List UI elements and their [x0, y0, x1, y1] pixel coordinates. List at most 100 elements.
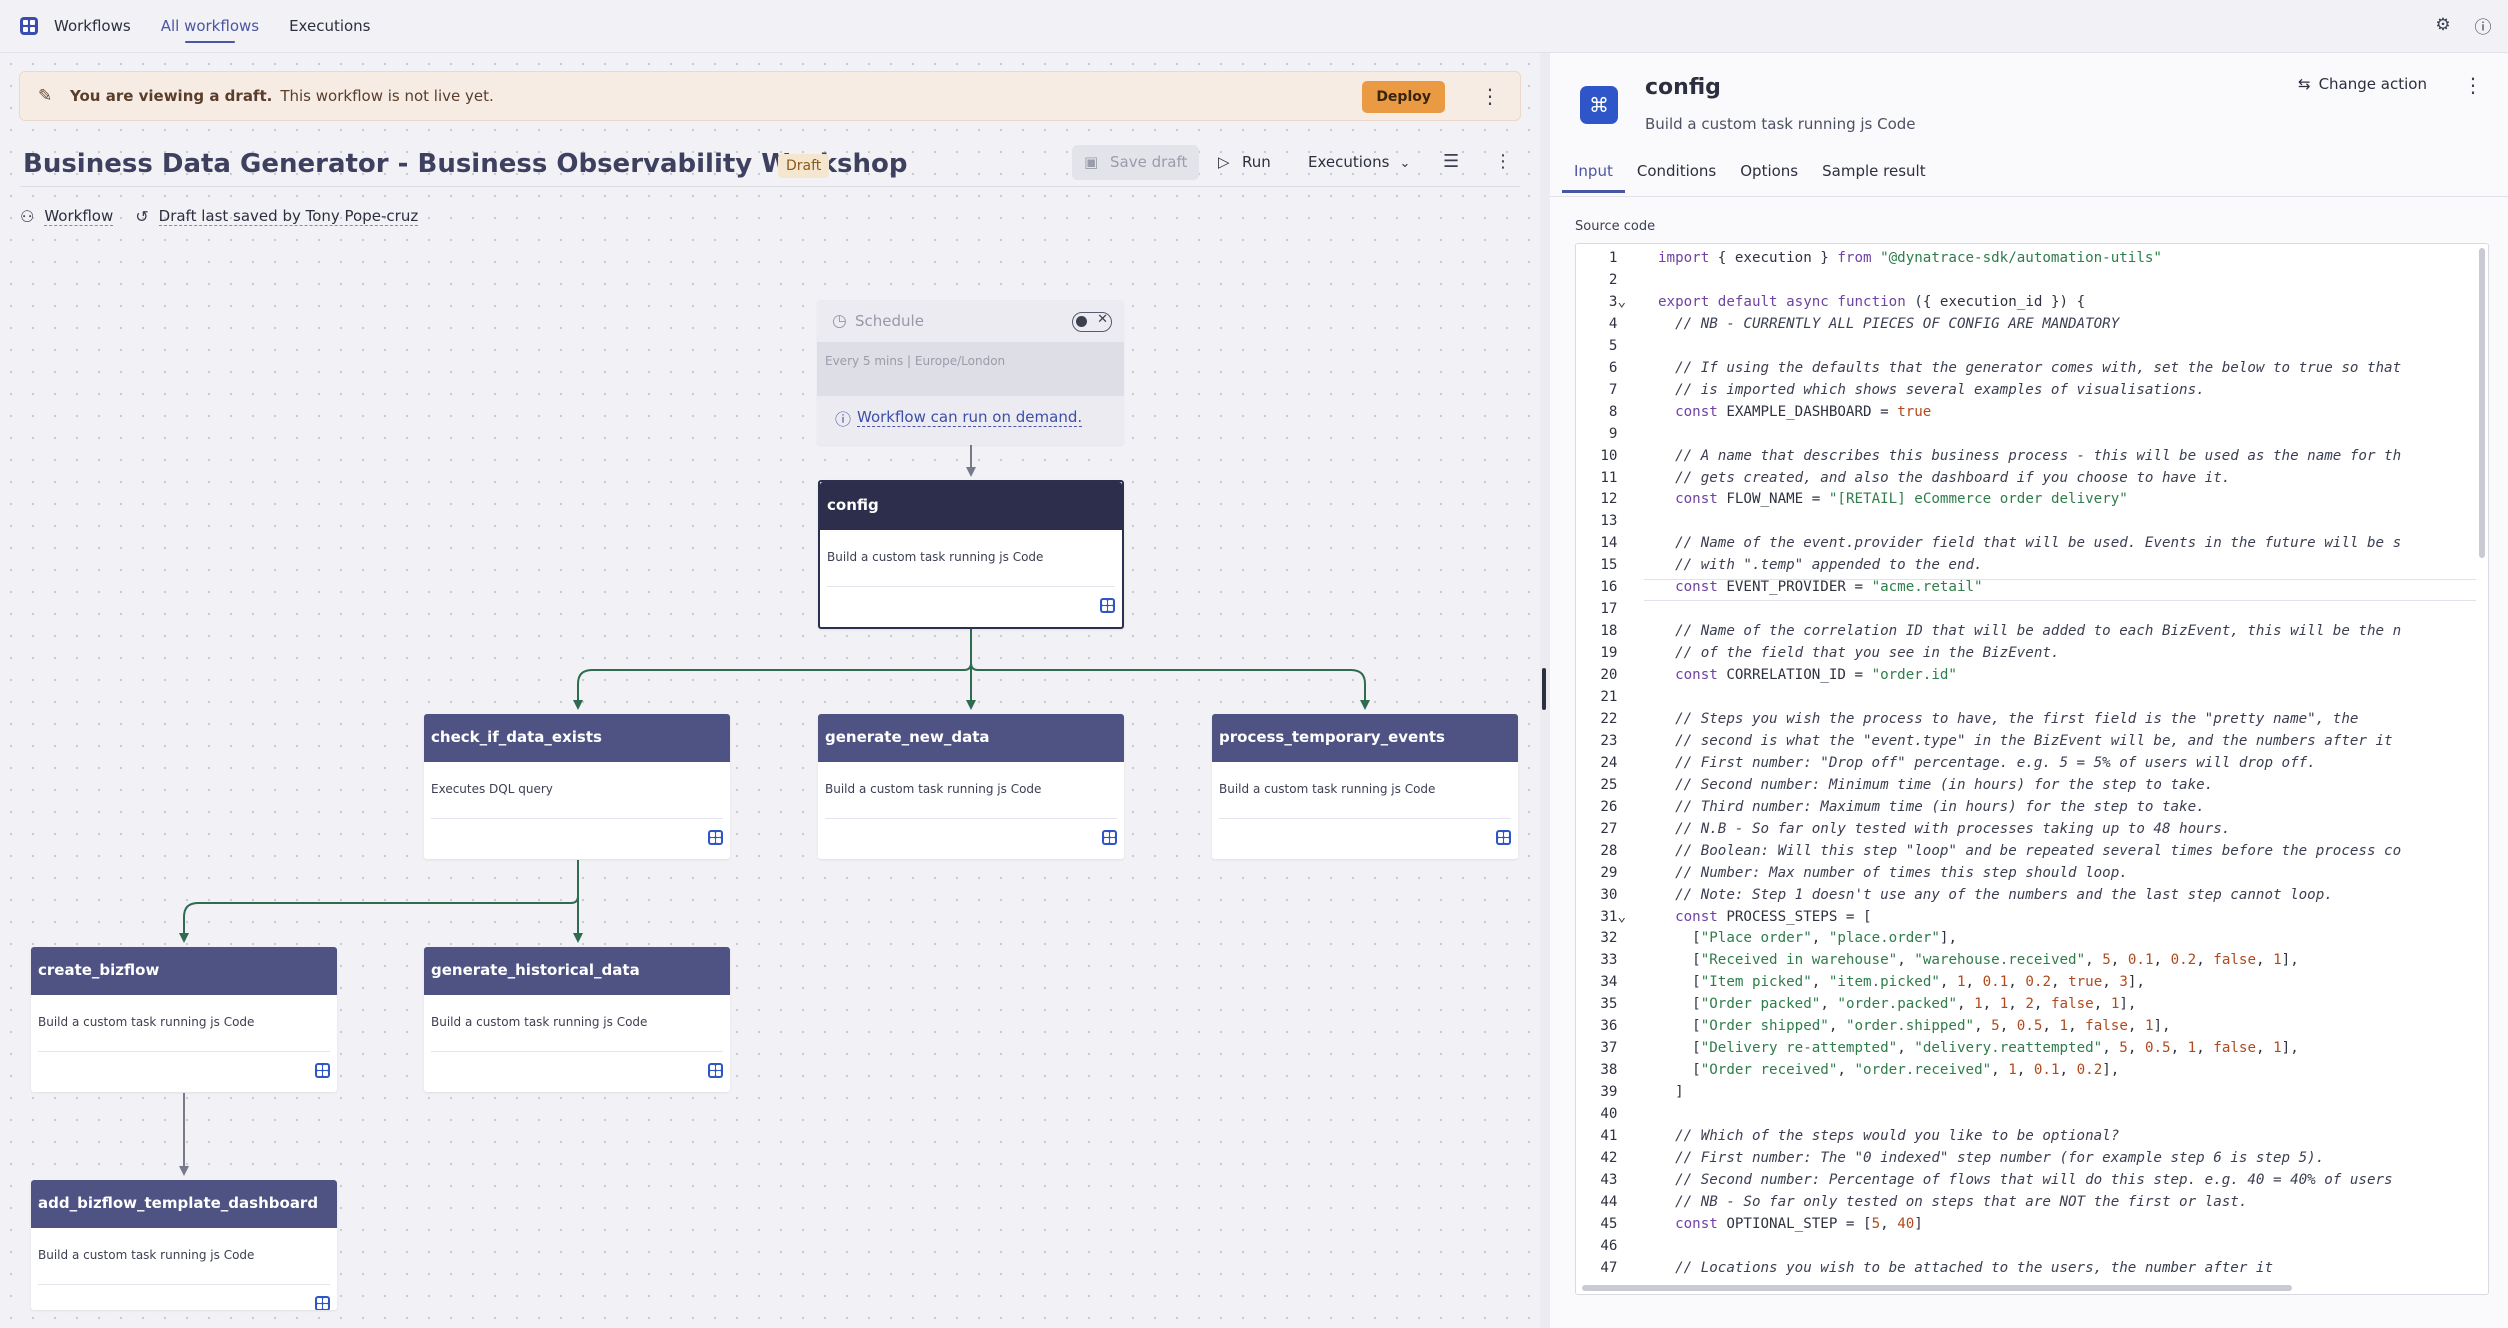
draft-badge: Draft — [778, 154, 830, 178]
panel-subtitle: Build a custom task running js Code — [1645, 115, 1916, 133]
task-node-desc: Build a custom task running js Code — [431, 995, 723, 1052]
nav-all-workflows[interactable]: All workflows — [146, 0, 274, 53]
line-number: 17 — [1600, 601, 1626, 618]
line-number: 14 — [1600, 535, 1626, 552]
task-node-title: add_bizflow_template_dashboard — [31, 1180, 337, 1228]
last-saved-link[interactable]: Draft last saved by Tony Pope-cruz — [158, 206, 419, 226]
line-number: 2 — [1608, 271, 1626, 288]
panel-title[interactable]: config — [1645, 75, 1721, 100]
code-line: // of the field that you see in the BizE… — [1675, 645, 2060, 662]
line-number: 19 — [1600, 645, 1626, 662]
code-line: // Which of the steps would you like to … — [1675, 1128, 2120, 1144]
task-node-title: check_if_data_exists — [424, 714, 730, 762]
nav-executions[interactable]: Executions — [289, 16, 371, 35]
code-line: // is imported which shows several examp… — [1675, 381, 2205, 398]
task-node-desc: Build a custom task running js Code — [38, 995, 330, 1052]
nav-workflows[interactable]: Workflows — [54, 16, 131, 35]
line-number: 27 — [1600, 820, 1626, 837]
line-number: 45 — [1600, 1215, 1626, 1232]
code-line: ["Item picked", "item.picked", 1, 0.1, 0… — [1658, 974, 2145, 991]
line-number: 12 — [1600, 491, 1626, 508]
run-button[interactable]: Run — [1218, 145, 1271, 180]
schedule-meta: Every 5 mins | Europe/London — [817, 342, 1124, 396]
settings-sliders-icon[interactable]: ☰ — [1443, 151, 1460, 172]
editor-horizontal-scrollbar[interactable] — [1582, 1285, 2292, 1291]
line-number: 4 — [1608, 315, 1626, 332]
line-number: 33 — [1600, 952, 1626, 969]
executions-dropdown[interactable]: Executions⌄ — [1308, 145, 1410, 180]
workflow-toolbar: Business Data Generator - Business Obser… — [0, 137, 1540, 193]
task-node-desc: Build a custom task running js Code — [1219, 762, 1511, 819]
code-line: ["Order packed", "order.packed", 1, 1, 2… — [1658, 996, 2137, 1013]
line-number: 30 — [1600, 886, 1626, 903]
task-node-config[interactable]: config Build a custom task running js Co… — [818, 480, 1124, 629]
code-line: // NB - CURRENTLY ALL PIECES OF CONFIG A… — [1675, 315, 2120, 332]
line-number: 25 — [1600, 776, 1626, 793]
javascript-action-icon — [1102, 830, 1117, 845]
task-node-generate-historical-data[interactable]: generate_historical_data Build a custom … — [424, 947, 730, 1092]
line-number: 5 — [1608, 337, 1626, 354]
swap-icon: ⇆ — [2298, 75, 2311, 93]
panel-resize-handle[interactable] — [1542, 668, 1546, 710]
editor-vertical-scrollbar[interactable] — [2479, 248, 2485, 558]
line-number: 7 — [1608, 381, 1626, 398]
task-node-check-if-data-exists[interactable]: check_if_data_exists Executes DQL query — [424, 714, 730, 859]
javascript-action-icon — [1100, 598, 1115, 613]
code-line: // second is what the "event.type" in th… — [1675, 732, 2393, 749]
toolbar-more-icon[interactable]: ⋮ — [1494, 151, 1512, 172]
code-line: import { execution } from "@dynatrace-sd… — [1658, 250, 2162, 266]
task-node-create-bizflow[interactable]: create_bizflow Build a custom task runni… — [31, 947, 337, 1092]
workflow-graph-icon: ⚇ — [20, 206, 35, 226]
banner-more-icon[interactable]: ⋮ — [1480, 84, 1500, 108]
code-content[interactable]: import { execution } from "@dynatrace-sd… — [1658, 244, 2488, 1294]
tab-sample-result[interactable]: Sample result — [1822, 162, 1926, 180]
tab-conditions[interactable]: Conditions — [1636, 162, 1717, 180]
task-node-title: generate_new_data — [818, 714, 1124, 762]
task-details-panel: ⌘ config Build a custom task running js … — [1550, 53, 2508, 1328]
line-number: 29 — [1600, 864, 1626, 881]
deploy-button[interactable]: Deploy — [1362, 81, 1445, 113]
help-icon[interactable]: ⓘ — [2474, 17, 2492, 38]
task-node-generate-new-data[interactable]: generate_new_data Build a custom task ru… — [818, 714, 1124, 859]
tab-options[interactable]: Options — [1740, 162, 1799, 180]
line-number: 44 — [1600, 1193, 1626, 1210]
trigger-toggle[interactable] — [1072, 312, 1112, 332]
line-number: 10 — [1600, 447, 1626, 464]
code-line: // Name of the correlation ID that will … — [1675, 623, 2402, 640]
line-number: 15 — [1600, 557, 1626, 574]
draft-banner: ✎ You are viewing a draft. This workflow… — [19, 71, 1521, 121]
task-node-add-bizflow-template-dashboard[interactable]: add_bizflow_template_dashboard Build a c… — [31, 1180, 337, 1310]
draft-banner-text: This workflow is not live yet. — [280, 87, 494, 105]
save-draft-button[interactable]: Save draft — [1072, 145, 1200, 180]
run-on-demand-info[interactable]: Workflow can run on demand. — [817, 396, 1124, 430]
line-number: 3⌄ — [1608, 293, 1626, 310]
line-number: 13 — [1600, 513, 1626, 530]
line-number: 9 — [1608, 425, 1626, 442]
code-line: const OPTIONAL_STEP = [5, 40] — [1675, 1215, 1923, 1232]
workflow-canvas[interactable]: ✎ You are viewing a draft. This workflow… — [0, 53, 1540, 1328]
panel-more-icon[interactable]: ⋮ — [2463, 73, 2483, 97]
workflow-link[interactable]: Workflow — [44, 206, 114, 226]
draft-banner-bold: You are viewing a draft. — [70, 87, 273, 105]
line-number: 43 — [1600, 1171, 1626, 1188]
schedule-title: Schedule — [817, 300, 1124, 342]
task-node-process-temporary-events[interactable]: process_temporary_events Build a custom … — [1212, 714, 1518, 859]
code-line: // Steps you wish the process to have, t… — [1675, 710, 2359, 727]
change-action-button[interactable]: ⇆Change action — [2298, 75, 2427, 93]
schedule-trigger-card[interactable]: Schedule Every 5 mins | Europe/London Wo… — [817, 300, 1124, 445]
nav-right-actions: ⚙ ⓘ — [2432, 14, 2494, 38]
gear-icon[interactable]: ⚙ — [2435, 15, 2451, 35]
line-number: 38 — [1600, 1062, 1626, 1079]
code-line: export default async function ({ executi… — [1658, 293, 2086, 310]
tab-input[interactable]: Input — [1562, 153, 1625, 197]
line-number: 31⌄ — [1600, 908, 1626, 925]
task-node-title: config — [820, 482, 1122, 530]
workflow-title[interactable]: Business Data Generator - Business Obser… — [23, 149, 908, 179]
dql-action-icon — [708, 830, 723, 845]
source-code-editor[interactable]: 1 2 3⌄4 5 6 7 8 9 10 11 12 13 14 15 16 1… — [1575, 243, 2489, 1295]
line-number: 34 — [1600, 974, 1626, 991]
code-line: const FLOW_NAME = "[RETAIL] eCommerce or… — [1675, 491, 2128, 508]
line-number: 36 — [1600, 1018, 1626, 1035]
run-on-demand-link[interactable]: Workflow can run on demand. — [857, 408, 1083, 427]
line-number: 47 — [1600, 1259, 1626, 1276]
